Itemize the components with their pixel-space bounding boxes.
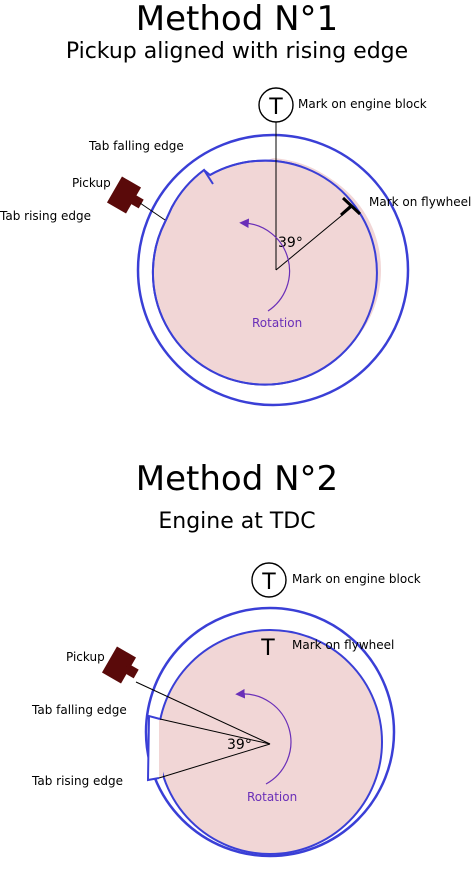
method2-diagram: T Mark on engine block T Mark on flywhee… bbox=[31, 562, 421, 858]
method2-pickup bbox=[101, 646, 139, 684]
method2-rotation-arrow bbox=[235, 688, 292, 785]
method2-label-flywheel: Mark on flywheel bbox=[292, 638, 394, 652]
method1-flywheel-mark-bar bbox=[341, 196, 362, 216]
method2-block-mark-circle bbox=[251, 562, 287, 598]
method2-pickup-line bbox=[135, 681, 271, 745]
method1-label-flywheel: Mark on flywheel bbox=[369, 195, 471, 209]
method1-flywheel-mark-stem bbox=[339, 204, 353, 217]
method2-outer-ring bbox=[144, 606, 396, 858]
method1-label-block: Mark on engine block bbox=[298, 97, 427, 111]
method2-subtitle: Engine at TDC bbox=[158, 509, 316, 534]
method2-angle-label: 39° bbox=[227, 737, 252, 753]
method2-flywheel-mark-symbol: T bbox=[260, 636, 275, 661]
method1-flywheel-edge bbox=[151, 159, 378, 386]
method1-pickup bbox=[106, 176, 166, 221]
method2-tab-notch bbox=[146, 714, 161, 782]
method2-block-mark-symbol: T bbox=[261, 570, 276, 595]
method2-title: Method N°2 bbox=[135, 459, 339, 499]
method1-title: Method N°1 bbox=[135, 0, 339, 39]
method2-flywheel bbox=[157, 629, 383, 855]
method1-label-tab-rising: Tab rising edge bbox=[0, 209, 91, 223]
method2-label-tab-rising: Tab rising edge bbox=[31, 774, 123, 788]
method1-label-tab-falling: Tab falling edge bbox=[88, 139, 184, 153]
method2-label-pickup: Pickup bbox=[66, 650, 105, 664]
method1-angle-label: 39° bbox=[278, 235, 303, 251]
method1-subtitle: Pickup aligned with rising edge bbox=[65, 39, 409, 64]
method1-block-mark-symbol: T bbox=[268, 95, 283, 120]
method2-falling-line bbox=[158, 743, 271, 779]
method1-outer-ring bbox=[136, 133, 410, 407]
method2-rising-line bbox=[159, 718, 271, 745]
method2-label-block: Mark on engine block bbox=[292, 572, 421, 586]
method2-label-tab-falling: Tab falling edge bbox=[31, 703, 127, 717]
method1-label-pickup: Pickup bbox=[72, 176, 111, 190]
method1-rotation-label: Rotation bbox=[252, 316, 302, 330]
method2-rotation-label: Rotation bbox=[247, 790, 297, 804]
method1-rotation-arrow bbox=[239, 218, 291, 312]
method1-diagram: T Mark on engine block Mark on flywheel … bbox=[0, 87, 471, 407]
